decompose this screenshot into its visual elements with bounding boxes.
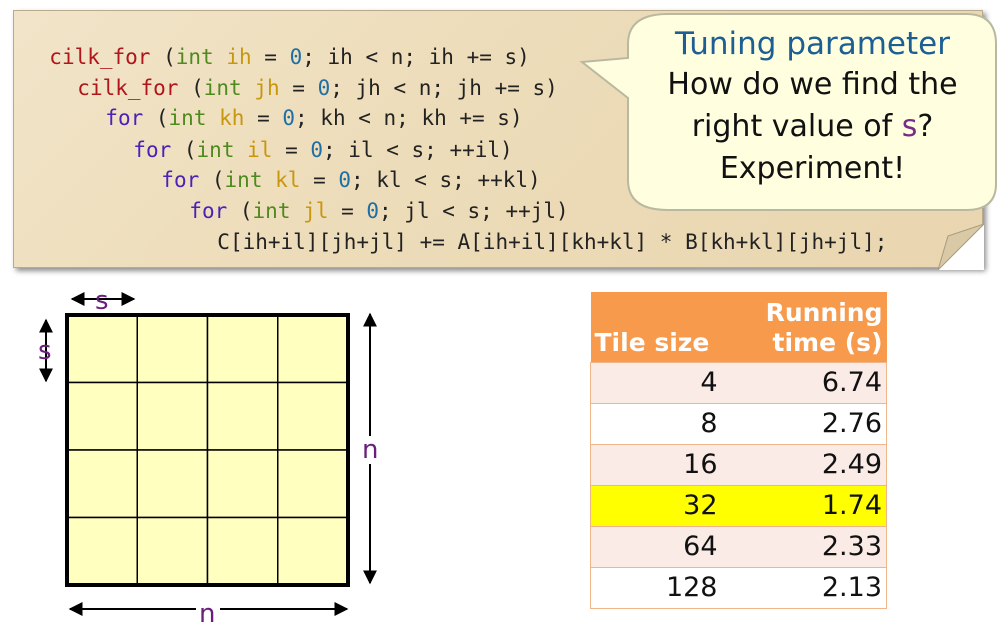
grid-tile bbox=[206, 381, 279, 451]
code-line-6: for (int jl = 0; jl < s; ++jl) bbox=[189, 199, 569, 223]
grid-tile bbox=[136, 449, 209, 519]
grid-tile bbox=[66, 449, 138, 519]
code-line-5: for (int kl = 0; kl < s; ++kl) bbox=[161, 168, 541, 192]
callout-title: Tuning parameter bbox=[675, 26, 950, 62]
callout-line-2: right value of s? bbox=[691, 109, 934, 144]
tile-grid-diagram bbox=[39, 292, 380, 620]
callout-bubble bbox=[579, 13, 997, 211]
grid-tile bbox=[136, 516, 209, 586]
bottom-n-label: n bbox=[199, 599, 216, 629]
grid-tile bbox=[277, 381, 349, 451]
code-line-3: for (int kh = 0; kh < n; kh += s) bbox=[105, 106, 523, 130]
grid-tile bbox=[66, 516, 138, 586]
grid-tile bbox=[66, 381, 138, 451]
top-s-label: s bbox=[95, 286, 109, 316]
code-line-7: C[ih+il][jh+jl] += A[ih+il][kh+kl] * B[k… bbox=[217, 230, 888, 254]
grid-tile bbox=[277, 314, 349, 384]
left-s-label: s bbox=[38, 336, 52, 366]
grid-tile bbox=[206, 449, 279, 519]
code-line-2: cilk_for (int jh = 0; jh < n; jh += s) bbox=[77, 76, 558, 100]
callout-line-3: Experiment! bbox=[719, 151, 906, 186]
grid-tile bbox=[136, 381, 209, 451]
grid-tile bbox=[277, 516, 349, 586]
callout-text: Tuning parameter How do we find the righ… bbox=[630, 24, 995, 190]
right-n-label: n bbox=[362, 435, 379, 465]
callout-line-1: How do we find the bbox=[667, 67, 958, 102]
grid-tile bbox=[206, 314, 279, 384]
grid-tile bbox=[136, 314, 209, 384]
grid-tile bbox=[206, 516, 279, 586]
grid-tile bbox=[277, 449, 349, 519]
code-line-4: for (int il = 0; il < s; ++il) bbox=[133, 138, 513, 162]
code-line-1: cilk_for (int ih = 0; ih < n; ih += s) bbox=[49, 45, 530, 69]
matrix-border bbox=[65, 313, 350, 587]
grid-tile bbox=[66, 314, 138, 384]
header-tile-size: Tile size bbox=[590, 292, 744, 362]
page-curl-corner bbox=[938, 224, 984, 270]
